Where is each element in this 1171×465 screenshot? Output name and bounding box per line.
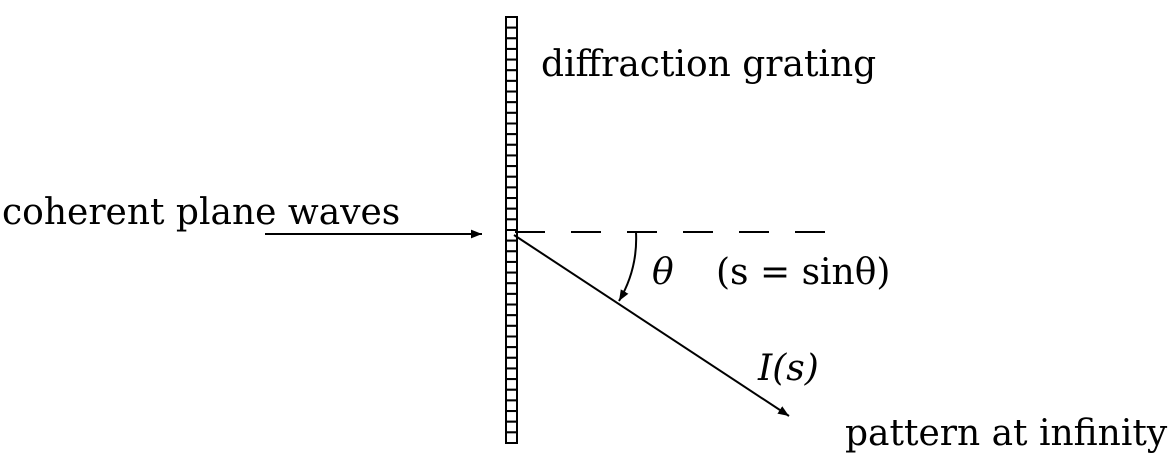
grating-cell [505,143,518,157]
grating-cell [505,388,518,402]
intensity-label: I(s) [757,348,819,389]
theta-label: θ [652,252,674,293]
grating-cell [505,292,518,306]
grating-label: diffraction grating [541,44,876,85]
grating-cell [505,111,518,125]
grating-cell [505,250,518,263]
angle-arc [618,231,638,302]
pattern-label: pattern at infinity [845,413,1168,454]
grating-cell [505,101,518,114]
grating-cell [505,314,518,327]
grating-cell [505,90,518,104]
grating-cell [505,165,518,178]
grating-cell [505,324,518,338]
grating-cell [505,154,518,168]
grating-cell [505,378,518,391]
grating-cell [505,207,518,221]
grating-cell [505,133,518,146]
grating-cell [505,282,518,295]
grating-cell [505,175,518,189]
grating-cell [505,356,518,370]
grating-cell [505,260,518,274]
grating-cell [505,239,518,253]
grating-cell [505,218,518,232]
grating-cell [505,367,518,381]
grating-cell [505,47,518,61]
grating-cell [505,58,518,72]
grating-cell [505,431,518,445]
grating-cell [505,303,518,317]
grating-cell [505,271,518,285]
grating-cell [505,410,518,423]
diffraction-grating [505,16,518,445]
grating-cell [505,37,518,50]
grating-cell [505,346,518,359]
grating-cell [505,122,518,136]
diffracted-ray [513,234,790,417]
grating-cell [505,420,518,434]
grating-cell [505,399,518,413]
grating-cell [505,335,518,349]
grating-cell [505,16,518,29]
grating-cell [505,26,518,40]
grating-cell [505,186,518,200]
grating-cell [505,197,518,210]
relation-label: (s = sinθ) [716,252,890,293]
grating-cell [505,79,518,93]
incident-label: coherent plane waves [2,192,400,233]
grating-cell [505,69,518,82]
